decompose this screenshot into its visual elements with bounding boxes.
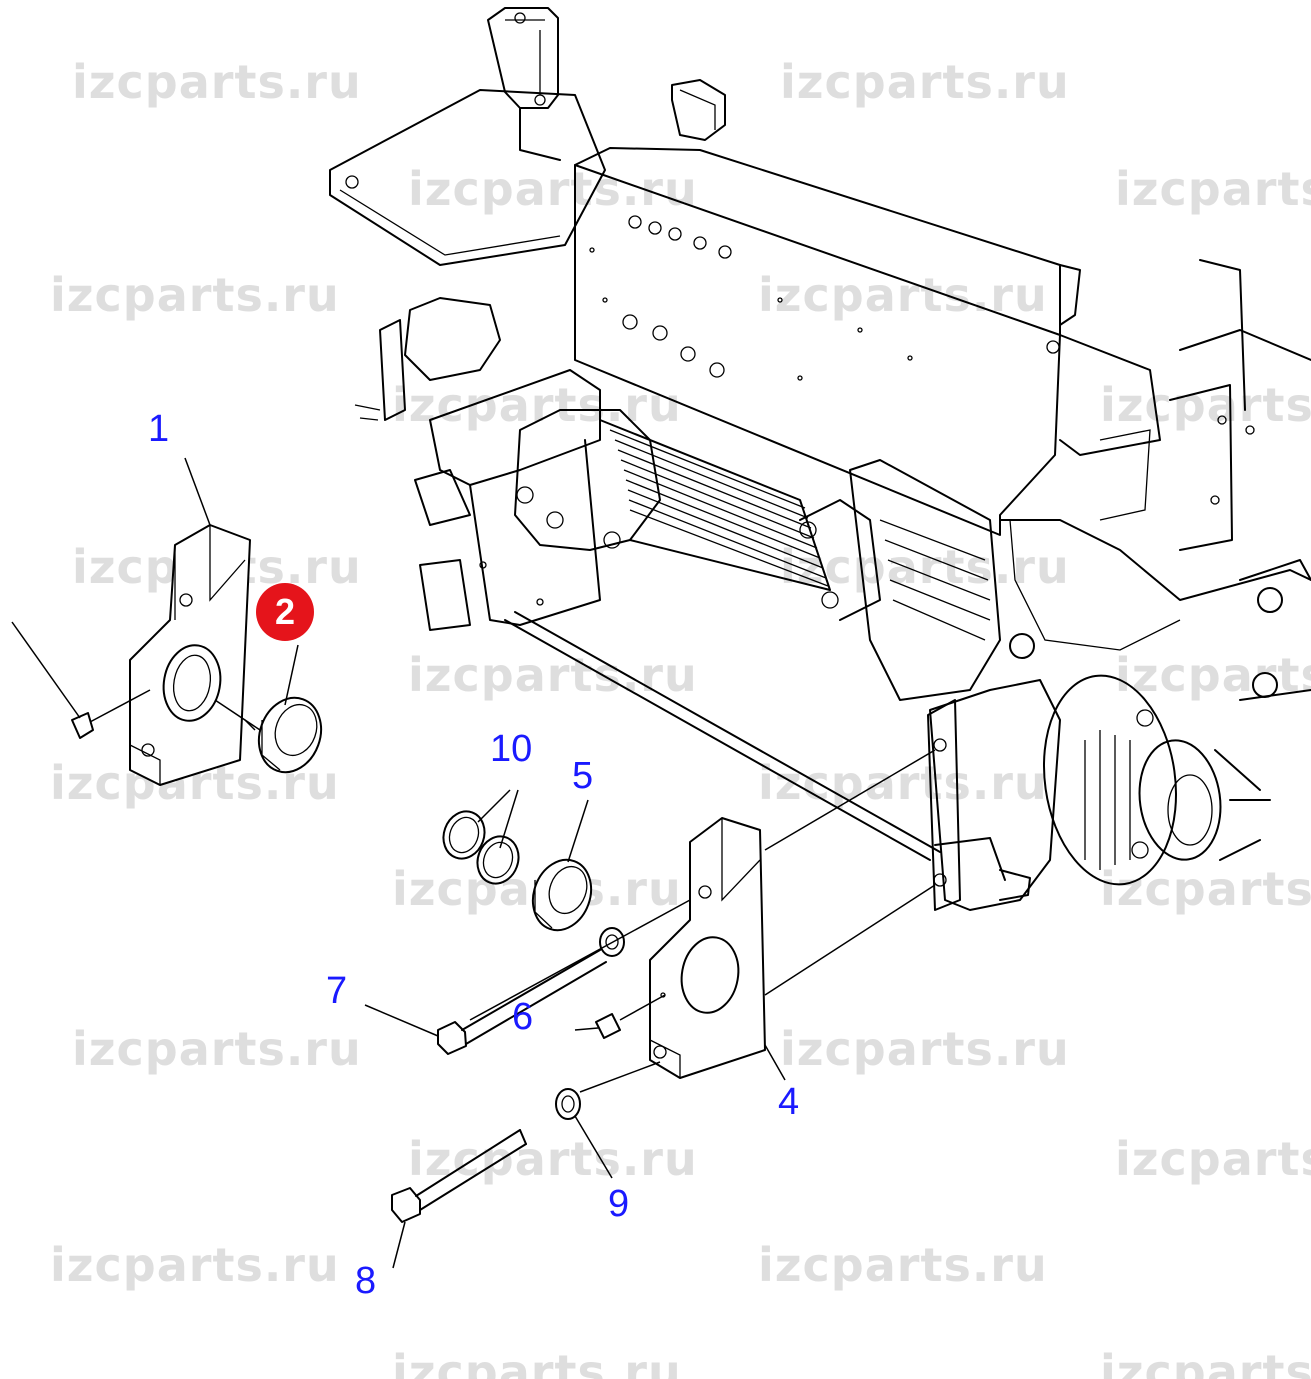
chassis-frame — [329, 7, 1311, 651]
part-2-seal — [214, 696, 323, 774]
callout-2-label: 2 — [274, 591, 296, 632]
part-7-bolt — [364, 949, 607, 1055]
part-10-o-rings — [442, 810, 520, 885]
axle-housing — [927, 559, 1311, 911]
callout-9: 9 — [608, 1183, 630, 1225]
callout-8: 8 — [355, 1260, 377, 1302]
callout-6: 6 — [512, 996, 534, 1038]
part-5-bearing — [531, 858, 593, 932]
callout-5: 5 — [572, 755, 594, 797]
callout-1: 1 — [148, 408, 170, 450]
part-1-bracket — [71, 524, 251, 786]
callout-4: 4 — [778, 1081, 800, 1123]
callout-10: 10 — [490, 728, 533, 770]
callout-2: 2 — [256, 583, 314, 641]
part-6-washer — [574, 927, 666, 1039]
part-8-bolt — [391, 1129, 527, 1269]
callout-7: 7 — [326, 970, 348, 1012]
part-9-washer — [555, 1088, 613, 1179]
leader-lines — [11, 457, 936, 1093]
transmission-assembly — [354, 297, 1035, 861]
part-4-bracket — [649, 817, 766, 1079]
